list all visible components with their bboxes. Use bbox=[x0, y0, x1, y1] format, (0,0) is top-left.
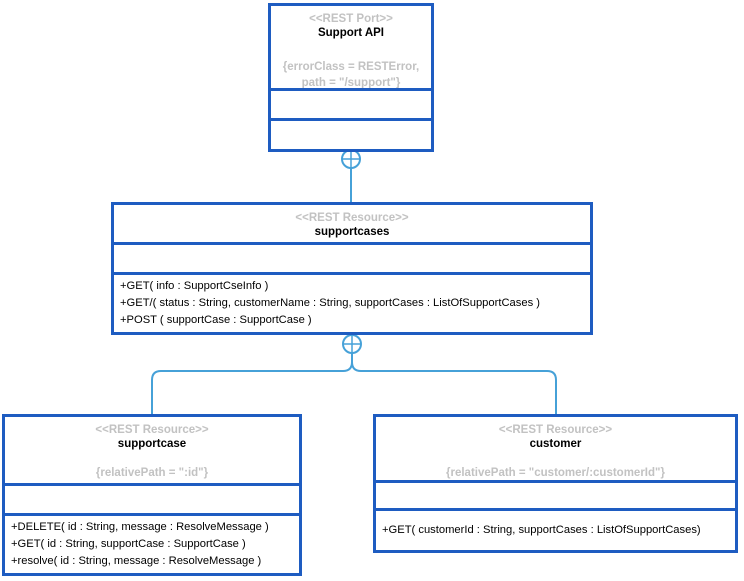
properties-label: {errorClass = RESTError, path = "/suppor… bbox=[271, 59, 431, 88]
property-line: path = "/support"} bbox=[301, 77, 401, 88]
operations-compartment: +DELETE( id : String, message : ResolveM… bbox=[5, 513, 299, 573]
class-box-supportcase[interactable]: <<REST Resource>> supportcase {relativeP… bbox=[2, 414, 302, 576]
connector-supportcases-to-supportcase[interactable] bbox=[151, 334, 353, 416]
stereotype-label: <<REST Port>> bbox=[309, 13, 393, 25]
operations-compartment bbox=[271, 118, 431, 149]
class-box-customer[interactable]: <<REST Resource>> customer {relativePath… bbox=[373, 414, 738, 553]
method-line: +GET/( status : String, customerName : S… bbox=[120, 297, 541, 309]
stereotype-label: <<REST Resource>> bbox=[95, 424, 209, 436]
class-name: supportcases bbox=[314, 226, 390, 238]
method-line: +GET( info : SupportCseInfo ) bbox=[120, 280, 269, 292]
port-cross bbox=[343, 335, 361, 353]
header-compartment: <<REST Resource>> supportcases bbox=[114, 205, 590, 242]
method-line: +DELETE( id : String, message : ResolveM… bbox=[11, 521, 269, 533]
operations-compartment: +GET( info : SupportCseInfo ) +GET/( sta… bbox=[114, 272, 590, 332]
property-line: {relativePath = ":id"} bbox=[95, 467, 209, 479]
operations-compartment: +GET( customerId : String, supportCases … bbox=[376, 508, 735, 550]
header-compartment: <<REST Resource>> supportcase {relativeP… bbox=[5, 417, 299, 483]
class-name: supportcase bbox=[117, 438, 187, 450]
attributes-compartment bbox=[5, 483, 299, 513]
method-line: +resolve( id : String, message : Resolve… bbox=[11, 555, 262, 567]
class-name: Support API bbox=[317, 27, 384, 39]
header-compartment: <<REST Resource>> customer {relativePath… bbox=[376, 417, 735, 480]
stereotype-label: <<REST Resource>> bbox=[295, 212, 409, 224]
method-line: +GET( customerId : String, supportCases … bbox=[382, 524, 701, 536]
attributes-compartment bbox=[114, 242, 590, 272]
property-line: {relativePath = "customer/:customerId"} bbox=[446, 467, 665, 479]
class-box-supportcases[interactable]: <<REST Resource>> supportcases +GET( inf… bbox=[111, 202, 593, 335]
property-line: {errorClass = RESTError, bbox=[282, 61, 420, 73]
port-plus-icon[interactable] bbox=[341, 149, 361, 169]
attributes-compartment bbox=[271, 88, 431, 118]
method-line: +GET( id : String, supportCase : Support… bbox=[11, 538, 246, 550]
properties-label: {relativePath = ":id"} bbox=[5, 465, 299, 481]
stereotype-label: <<REST Resource>> bbox=[498, 424, 613, 436]
method-line: +POST ( supportCase : SupportCase ) bbox=[120, 314, 312, 326]
properties-label: {relativePath = "customer/:customerId"} bbox=[376, 465, 735, 480]
class-name: customer bbox=[529, 438, 582, 450]
port-cross bbox=[342, 150, 360, 168]
attributes-compartment bbox=[376, 480, 735, 508]
class-box-support-api[interactable]: <<REST Port>> Support API {errorClass = … bbox=[268, 3, 434, 152]
port-plus-icon[interactable] bbox=[342, 334, 362, 354]
header-compartment: <<REST Port>> Support API {errorClass = … bbox=[271, 6, 431, 88]
connector-supportcases-to-customer[interactable] bbox=[351, 334, 557, 416]
